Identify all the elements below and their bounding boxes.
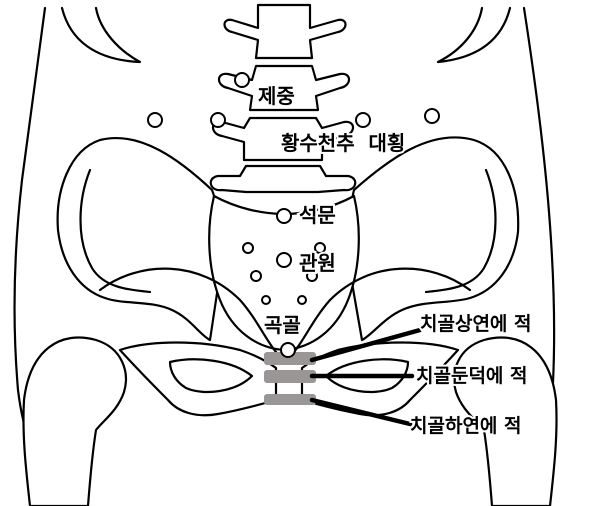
label-lower-margin: 치골하연에 적 bbox=[410, 415, 522, 437]
sacral-foramen bbox=[243, 243, 253, 253]
acupoint-cheonchu-right bbox=[356, 113, 370, 127]
acupoint-jejung bbox=[235, 73, 249, 87]
femur-left bbox=[23, 338, 125, 506]
label-hwangsu-cheonchu-daehoeng: 황수천추 대횡 bbox=[281, 131, 405, 155]
sacral-foramen bbox=[262, 296, 270, 304]
label-upper-margin: 치골상연에 적 bbox=[420, 313, 532, 335]
sacral-foramen bbox=[298, 296, 306, 304]
acupoint-gwanwon bbox=[277, 253, 291, 267]
label-seokmun: 석문 bbox=[299, 203, 336, 227]
rib-left bbox=[62, 8, 140, 62]
acupoint-daehoeng-left bbox=[148, 113, 162, 127]
label-gokgol: 곡골 bbox=[264, 313, 301, 337]
sacral-foramen bbox=[251, 271, 261, 281]
vertebra-top bbox=[225, 5, 346, 58]
iliac-wing-right bbox=[348, 137, 518, 340]
pubis-left bbox=[120, 343, 276, 416]
label-tubercle: 치골둔덕에 적 bbox=[416, 365, 528, 387]
acupoint-seokmun bbox=[277, 209, 291, 223]
vertebra-lumbar-l5 bbox=[211, 166, 355, 192]
label-gwanwon: 관원 bbox=[299, 251, 336, 275]
band-lower-margin bbox=[264, 394, 316, 405]
rib-right bbox=[438, 8, 510, 62]
acupoint-cheonchu-left bbox=[211, 113, 225, 127]
acupoint-gokgol bbox=[281, 343, 295, 357]
acupoint-daehoeng-right bbox=[425, 109, 439, 123]
band-tubercle bbox=[264, 370, 316, 383]
label-jejung: 제중 bbox=[258, 84, 295, 108]
